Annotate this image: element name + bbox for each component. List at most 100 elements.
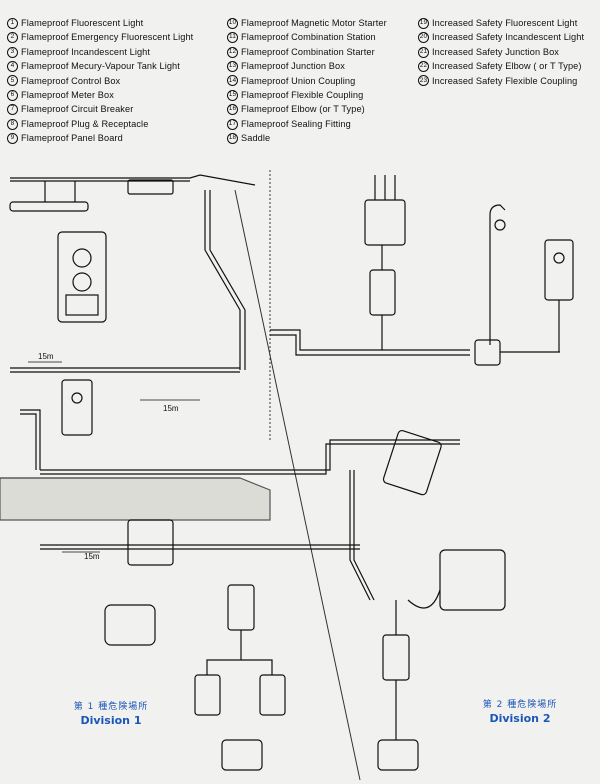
division-1-jp: 第 1 種危険場所 bbox=[73, 702, 149, 712]
legend-label: Flameproof Panel Board bbox=[21, 133, 123, 144]
circuit-breaker-div2 bbox=[382, 634, 410, 681]
circuit-breaker-div1 bbox=[227, 584, 255, 631]
legend-number: 18 bbox=[227, 132, 238, 144]
division-1-en: Division 1 bbox=[80, 714, 142, 727]
legend-number: 5 bbox=[7, 75, 18, 87]
legend-number: 10 bbox=[227, 17, 238, 29]
legend-label: Saddle bbox=[241, 133, 271, 144]
legend-number: 11 bbox=[227, 32, 238, 44]
junction-box-div2 bbox=[439, 549, 506, 611]
junction-box-right bbox=[474, 339, 501, 366]
fluorescent-light bbox=[9, 201, 89, 212]
legend-label: Flameproof Combination Station bbox=[241, 32, 376, 43]
measurement-15m-2: 15m bbox=[163, 404, 179, 413]
legend-number: 14 bbox=[227, 75, 238, 87]
conduit-left-vertical bbox=[20, 409, 41, 470]
division-1-label: 第 1 種危険場所 Division 1 bbox=[46, 699, 176, 727]
legend-label: Flameproof Flexible Coupling bbox=[241, 90, 364, 101]
legend-label: Flameproof Elbow (or T Type) bbox=[241, 104, 365, 115]
legend-number: 17 bbox=[227, 118, 238, 130]
panel-board-top bbox=[364, 199, 406, 246]
legend-label: Flameproof Circuit Breaker bbox=[21, 104, 134, 115]
legend-label: Flameproof Magnetic Motor Starter bbox=[241, 18, 387, 28]
legend-label: Flameproof Meter Box bbox=[21, 90, 114, 101]
division-2-jp: 第 2 種危険場所 bbox=[482, 700, 558, 710]
legend-label: Increased Safety Elbow ( or T Type) bbox=[432, 61, 582, 72]
division-2-label: 第 2 種危険場所 Division 2 bbox=[455, 697, 585, 725]
division-boundary bbox=[234, 189, 361, 781]
legend-label: Increased Safety Junction Box bbox=[432, 46, 560, 57]
legend-label: Increased Safety Flexible Coupling bbox=[432, 75, 578, 86]
emergency-fluorescent-light bbox=[127, 179, 174, 195]
measurement-15m-1: 15m bbox=[38, 352, 54, 361]
floor-slab bbox=[0, 477, 271, 521]
starter-b bbox=[259, 674, 286, 716]
junction-box-lower bbox=[127, 519, 174, 566]
legend-number: 20 bbox=[418, 32, 429, 44]
legend-number: 13 bbox=[227, 60, 238, 72]
junction-box-large bbox=[382, 429, 442, 496]
conduit-div2 bbox=[349, 470, 371, 601]
control-box bbox=[61, 379, 93, 436]
legend-label: Flameproof Incandescent Light bbox=[21, 46, 151, 57]
legend-number: 7 bbox=[7, 104, 18, 116]
combination-station bbox=[57, 231, 107, 323]
legend-label: Flameproof Sealing Fitting bbox=[241, 118, 351, 129]
motor-div1 bbox=[104, 604, 156, 646]
legend-number: 6 bbox=[7, 89, 18, 101]
starter-a bbox=[194, 674, 221, 716]
legend-label: Flameproof Union Coupling bbox=[241, 75, 356, 86]
division-2-en: Division 2 bbox=[489, 712, 551, 725]
legend-number: 19 bbox=[418, 17, 429, 29]
legend-number: 3 bbox=[7, 46, 18, 58]
legend-number: 8 bbox=[7, 118, 18, 130]
motor-div2 bbox=[377, 739, 419, 771]
legend-number: 12 bbox=[227, 46, 238, 58]
legend-number: 22 bbox=[418, 60, 429, 72]
legend-label: Flameproof Mecury-Vapour Tank Light bbox=[21, 61, 180, 72]
legend-label: Flameproof Fluorescent Light bbox=[21, 18, 144, 28]
conduit-horizontal-main bbox=[270, 329, 470, 351]
conduit-riser bbox=[204, 190, 241, 370]
legend-label: Flameproof Plug & Receptacle bbox=[21, 118, 149, 129]
motor-2 bbox=[221, 739, 263, 771]
legend-label: Flameproof Junction Box bbox=[241, 61, 345, 72]
circuit-breaker bbox=[369, 269, 396, 316]
legend-number: 2 bbox=[7, 32, 18, 44]
legend-label: Flameproof Control Box bbox=[21, 75, 121, 86]
legend-label: Increased Safety Incandescent Light bbox=[432, 32, 585, 43]
legend-label: Flameproof Emergency Fluorescent Light bbox=[21, 32, 194, 43]
conduit-top bbox=[10, 174, 256, 186]
legend-number: 15 bbox=[227, 89, 238, 101]
conduit-lower bbox=[40, 439, 460, 471]
legend-number: 4 bbox=[7, 60, 18, 72]
legend-number: 9 bbox=[7, 132, 18, 144]
legend-number: 21 bbox=[418, 46, 429, 58]
lamp-post bbox=[489, 204, 506, 345]
